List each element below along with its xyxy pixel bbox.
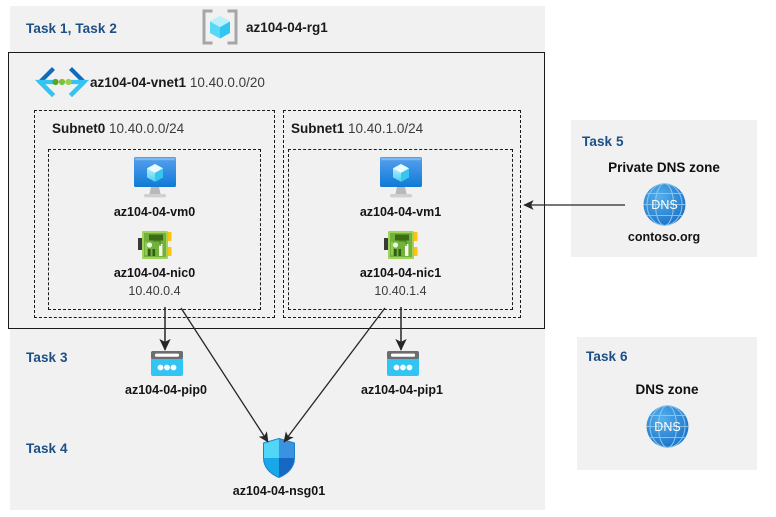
- nsg-node[interactable]: az104-04-nsg01: [196, 437, 362, 505]
- task-label-5: Task 5: [582, 134, 624, 149]
- public-ip-1-name: az104-04-pip1: [361, 383, 443, 397]
- vm-0-name: az104-04-vm0: [113, 205, 196, 219]
- subnet-1-name: Subnet1: [291, 121, 345, 136]
- network-security-group-icon: [262, 437, 296, 479]
- nic-0-ip: 10.40.0.4: [128, 284, 181, 298]
- virtual-machine-icon: [376, 155, 426, 201]
- task-label-6: Task 6: [586, 349, 628, 364]
- vm-1-node[interactable]: az104-04-vm1: [288, 155, 513, 225]
- subnet-1-header: Subnet1 10.40.1.0/24: [291, 121, 423, 136]
- subnet-0-header: Subnet0 10.40.0.0/24: [52, 121, 184, 136]
- public-ip-0-name: az104-04-pip0: [125, 383, 207, 397]
- private-dns-zone-name: contoso.org: [627, 230, 701, 244]
- public-ip-1-node[interactable]: az104-04-pip1: [316, 350, 488, 410]
- dns-zone-title: DNS zone: [635, 382, 699, 397]
- task-3-panel: [18, 337, 545, 417]
- resource-group-name: az104-04-rg1: [246, 20, 328, 35]
- network-interface-icon: [383, 228, 419, 262]
- virtual-network-box: [8, 52, 545, 329]
- public-ip-address-icon: [386, 350, 420, 378]
- vnet-address-space: 10.40.0.0/20: [189, 75, 265, 90]
- virtual-machine-icon: [130, 155, 180, 201]
- nic-1-node[interactable]: az104-04-nic1 10.40.1.4: [288, 228, 513, 306]
- dns-icon-text: DNS: [651, 198, 677, 212]
- dns-icon-text: DNS: [654, 420, 680, 434]
- private-dns-zone-node[interactable]: DNS contoso.org: [571, 182, 757, 250]
- nsg-name: az104-04-nsg01: [232, 484, 326, 498]
- resource-group-icon: [200, 8, 240, 46]
- task-label-4: Task 4: [26, 441, 68, 456]
- vm-1-name: az104-04-vm1: [359, 205, 442, 219]
- vnet-name: az104-04-vnet1: [90, 75, 187, 90]
- dns-zone-icon: DNS: [645, 404, 690, 449]
- subnet-0-name: Subnet0: [52, 121, 106, 136]
- vnet-header: az104-04-vnet1 10.40.0.0/20: [90, 75, 265, 90]
- resource-group-name-label: az104-04-rg1: [246, 20, 328, 35]
- public-ip-0-node[interactable]: az104-04-pip0: [80, 350, 252, 410]
- dns-zone-node[interactable]: DNS: [577, 404, 757, 454]
- subnet-0-box: [34, 110, 275, 318]
- subnet-1-box: [283, 110, 521, 318]
- nic-1-name: az104-04-nic1: [359, 266, 442, 280]
- vm-0-node[interactable]: az104-04-vm0: [48, 155, 261, 225]
- nic-0-node[interactable]: az104-04-nic0 10.40.0.4: [48, 228, 261, 306]
- public-ip-address-icon: [150, 350, 184, 378]
- subnet-0-prefix: 10.40.0.0/24: [109, 121, 185, 136]
- virtual-network-icon: [34, 67, 90, 97]
- dns-zone-icon: DNS: [642, 182, 687, 227]
- task-label-3: Task 3: [26, 350, 68, 365]
- subnet-0-inner-box: [48, 149, 261, 310]
- nic-1-ip: 10.40.1.4: [374, 284, 427, 298]
- network-interface-icon: [137, 228, 173, 262]
- task-label-1-2: Task 1, Task 2: [26, 21, 117, 36]
- private-dns-zone-title: Private DNS zone: [608, 160, 720, 175]
- subnet-1-prefix: 10.40.1.0/24: [348, 121, 424, 136]
- nic-0-name: az104-04-nic0: [113, 266, 196, 280]
